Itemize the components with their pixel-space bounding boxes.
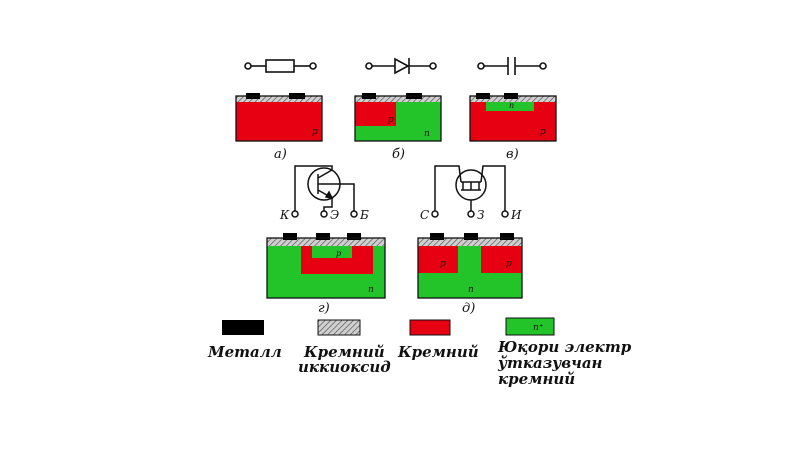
- svg-text:р: р: [312, 127, 318, 137]
- svg-text:р: р: [388, 115, 394, 125]
- diode-symbol: [365, 57, 437, 75]
- field-effect-transistor-chip: р р n: [417, 233, 523, 299]
- legend-doped-mark: n⁺: [533, 323, 544, 333]
- pin-label-emitter: Э: [330, 208, 339, 222]
- legend-item-metal: Металл: [207, 320, 282, 361]
- svg-text:р: р: [506, 259, 512, 269]
- caption-v: в): [506, 147, 519, 162]
- panel-capacitor: n р в): [469, 57, 557, 162]
- legend-label-doped-line3: кремний: [498, 370, 575, 388]
- caption-d: д): [462, 301, 475, 316]
- fet-region-label: n: [468, 285, 474, 295]
- bipolar-transistor-chip: p n: [266, 233, 386, 299]
- panel-bipolar-transistor: К Э Б p n г): [266, 165, 386, 316]
- legend-label-oxide-line1: Кремний: [303, 343, 385, 361]
- resistor-chip: р: [235, 93, 323, 142]
- pin-label-base: Б: [359, 208, 369, 222]
- legend: Металл Кремний иккиоксид Кремний n⁺ Юқор…: [207, 317, 632, 388]
- capacitor-symbol: [477, 57, 547, 75]
- caption-b: б): [392, 147, 405, 162]
- pin-label-collector: К: [279, 208, 290, 222]
- legend-label-metal: Металл: [207, 343, 282, 361]
- capacitor-chip: n р: [469, 93, 557, 142]
- bipolar-outer-region-label: n: [368, 285, 374, 295]
- legend-item-silicon: Кремний: [397, 319, 479, 361]
- bipolar-transistor-symbol: [291, 165, 358, 218]
- legend-label-oxide-line2: иккиоксид: [298, 358, 391, 376]
- pin-label-drain: И: [510, 208, 522, 222]
- caption-a: а): [274, 147, 287, 162]
- legend-label-doped-line2: ўтказувчан: [497, 354, 603, 372]
- legend-item-oxide: Кремний иккиоксид: [298, 319, 391, 376]
- svg-text:р: р: [440, 259, 446, 269]
- diode-chip: р n: [354, 93, 442, 142]
- panel-diode: р n б): [354, 57, 442, 162]
- bipolar-inner-region-label: p: [336, 249, 341, 258]
- legend-label-silicon: Кремний: [397, 343, 479, 361]
- legend-label-doped-line1: Юқори электр: [497, 338, 632, 356]
- caption-g: г): [318, 301, 330, 316]
- legend-item-doped-silicon: n⁺ Юқори электр ўтказувчан кремний: [497, 317, 632, 388]
- svg-text:р: р: [540, 127, 546, 137]
- panel-resistor: р а): [235, 59, 323, 162]
- panel-field-effect-transistor: С З И р р n д): [417, 165, 523, 316]
- resistor-symbol: [244, 59, 317, 73]
- pin-label-source: С: [420, 208, 429, 222]
- field-effect-transistor-symbol: [431, 165, 509, 218]
- diode-region-label: n: [424, 129, 430, 139]
- pin-label-gate: З: [477, 208, 484, 222]
- capacitor-region-label: n: [509, 101, 514, 110]
